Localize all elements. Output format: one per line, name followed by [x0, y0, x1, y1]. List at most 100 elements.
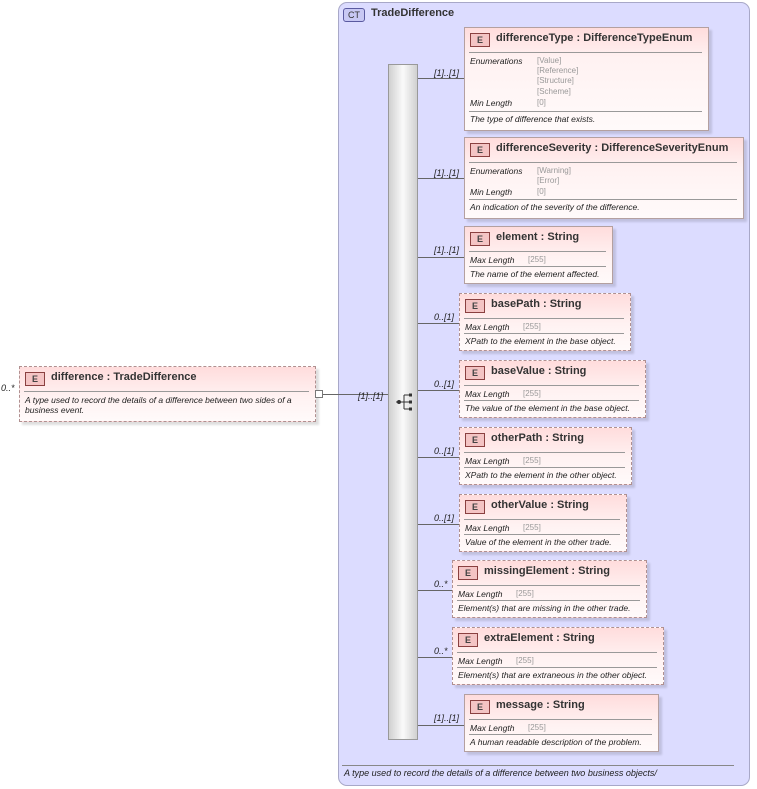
root-element-difference[interactable]: E difference : TradeDifference A type us… — [19, 366, 316, 422]
max-length-label: Max Length — [465, 523, 510, 533]
element-cardinality: [1]..[1] — [434, 245, 460, 255]
max-length-value: [255] — [528, 255, 546, 264]
max-length-value: [255] — [523, 389, 541, 398]
element-basevalue[interactable]: E baseValue : String Max Length [255] Th… — [459, 360, 646, 418]
complex-type-separator — [342, 765, 734, 766]
type-separator: : — [594, 142, 599, 154]
element-othervalue[interactable]: E otherValue : String Max Length [255] V… — [459, 494, 627, 552]
element-badge: E — [465, 366, 485, 380]
max-length-label: Max Length — [465, 456, 510, 466]
type-separator: : — [571, 565, 576, 577]
element-name: difference — [51, 371, 104, 383]
enumerations-label: Enumerations — [470, 166, 523, 176]
element-name: element — [496, 231, 538, 243]
max-length-value: [255] — [523, 456, 541, 465]
connector — [418, 323, 459, 324]
max-length-value: [255] — [516, 656, 534, 665]
min-length-label: Min Length — [470, 187, 513, 197]
element-separator — [24, 391, 309, 392]
element-cardinality: 0..[1] — [434, 379, 455, 389]
element-name: otherValue — [491, 499, 548, 511]
element-type: String — [562, 632, 595, 644]
connector — [418, 524, 459, 525]
type-separator: : — [547, 365, 552, 377]
element-badge: E — [465, 500, 485, 514]
element-cardinality: 0..[1] — [434, 446, 455, 456]
element-title: differenceType : DifferenceTypeEnum — [496, 32, 692, 44]
element-name: otherPath — [491, 432, 543, 444]
element-message[interactable]: E message : String Max Length [255] A hu… — [464, 694, 659, 752]
element-cardinality: [1]..[1] — [434, 68, 460, 78]
element-description: The type of difference that exists. — [470, 114, 596, 124]
element-separator — [469, 111, 702, 112]
element-type: String — [554, 365, 587, 377]
element-name: basePath — [491, 298, 540, 310]
connector — [418, 590, 452, 591]
element-title: missingElement : String — [484, 565, 610, 577]
element-separator — [464, 452, 625, 453]
element-separator — [464, 333, 624, 334]
connector — [418, 78, 464, 79]
max-length-value: [255] — [516, 589, 534, 598]
connector — [418, 457, 459, 458]
complex-type-title[interactable]: TradeDifference — [371, 7, 455, 19]
element-missingelement[interactable]: E missingElement : String Max Length [25… — [452, 560, 647, 618]
type-separator: : — [576, 32, 581, 44]
element-cardinality: [1]..[1] — [434, 713, 460, 723]
element-type: String — [547, 231, 580, 243]
element-cardinality: 0..* — [434, 579, 448, 589]
expand-toggle[interactable] — [315, 390, 323, 398]
type-separator: : — [556, 632, 560, 644]
connector — [418, 178, 464, 179]
element-type: DifferenceSeverityEnum — [601, 142, 729, 154]
element-description: The value of the element in the base obj… — [465, 403, 630, 413]
element-badge: E — [25, 372, 45, 386]
element-description: Element(s) that are extraneous in the ot… — [458, 670, 647, 680]
element-description: XPath to the element in the other object… — [465, 470, 617, 480]
element-type: TradeDifference — [113, 371, 197, 383]
connector — [418, 257, 464, 258]
max-length-label: Max Length — [465, 389, 510, 399]
root-cardinality: 0..* — [1, 383, 15, 393]
enumeration-value: [Value] — [537, 56, 562, 65]
element-name: baseValue — [491, 365, 545, 377]
element-basepath[interactable]: E basePath : String Max Length [255] XPa… — [459, 293, 631, 351]
element-name: extraElement — [484, 632, 554, 644]
element-name: differenceSeverity — [496, 142, 592, 154]
enumeration-value: [Reference] — [537, 66, 579, 75]
sequence-icon[interactable] — [395, 393, 415, 411]
element-separator — [464, 318, 624, 319]
element-cardinality: 0..[1] — [434, 513, 455, 523]
element-cardinality: [1]..[1] — [434, 168, 460, 178]
element-otherpath[interactable]: E otherPath : String Max Length [255] XP… — [459, 427, 632, 485]
element-differenceseverity[interactable]: E differenceSeverity : DifferenceSeverit… — [464, 137, 744, 219]
element-separator — [469, 266, 606, 267]
complex-type-badge: CT — [343, 8, 365, 22]
element-element[interactable]: E element : String Max Length [255] The … — [464, 226, 613, 284]
element-separator — [464, 400, 639, 401]
type-separator: : — [542, 298, 547, 310]
element-badge: E — [458, 633, 478, 647]
element-description: Value of the element in the other trade. — [465, 537, 612, 547]
element-type: DifferenceTypeEnum — [583, 32, 693, 44]
element-separator — [464, 519, 620, 520]
connector — [418, 390, 459, 391]
element-description-line2: business event. — [25, 405, 85, 415]
element-separator — [464, 467, 625, 468]
type-separator: : — [546, 699, 550, 711]
max-length-label: Max Length — [458, 589, 503, 599]
element-badge: E — [470, 143, 490, 157]
element-badge: E — [470, 33, 490, 47]
element-title: basePath : String — [491, 298, 582, 310]
element-separator — [469, 162, 737, 163]
element-extraelement[interactable]: E extraElement : String Max Length [255]… — [452, 627, 664, 685]
min-length-value: [0] — [537, 98, 546, 107]
element-differencetype[interactable]: E differenceType : DifferenceTypeEnum En… — [464, 27, 709, 131]
max-length-label: Max Length — [470, 255, 515, 265]
element-type: String — [578, 565, 610, 577]
element-separator — [457, 585, 640, 586]
enumerations-label: Enumerations — [470, 56, 523, 66]
type-separator: : — [550, 499, 554, 511]
element-separator — [469, 52, 702, 53]
element-description: The name of the element affected. — [470, 269, 600, 279]
